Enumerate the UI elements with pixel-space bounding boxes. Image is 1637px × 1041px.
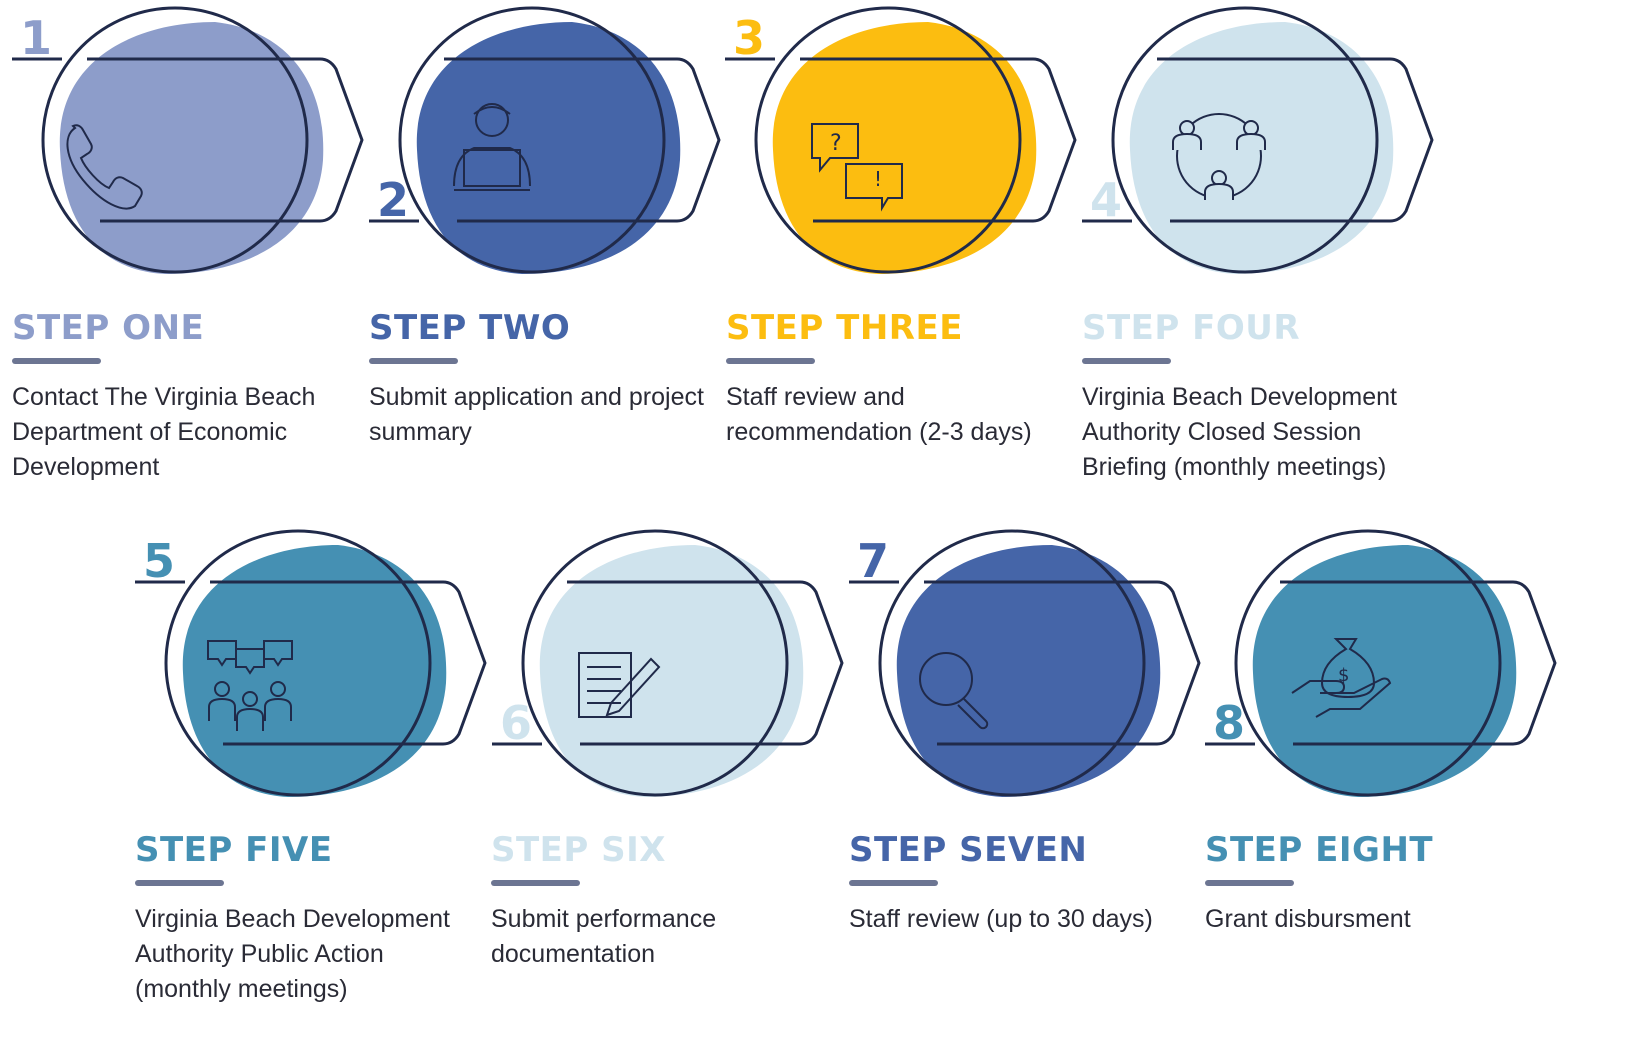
step-title-rule <box>12 358 101 364</box>
step-arrow <box>567 580 844 746</box>
step-2-text: STEP TWO Submit application and project s… <box>369 308 714 450</box>
step-title: STEP ONE <box>12 308 205 348</box>
phone-icon <box>66 124 143 210</box>
step-circle <box>398 6 666 274</box>
step-3-graphic: 3?! <box>725 6 1077 274</box>
step-title: STEP FOUR <box>1082 308 1301 348</box>
step-arrow <box>210 580 487 746</box>
step-title-rule <box>491 880 580 886</box>
step-title-rule <box>849 880 938 886</box>
step-number: 6 <box>500 696 532 750</box>
step-title-rule <box>726 358 815 364</box>
step-6-graphic: 6 <box>492 529 844 797</box>
step-number: 4 <box>1090 173 1122 227</box>
svg-text:!: ! <box>874 167 882 191</box>
step-blob <box>182 545 447 797</box>
step-circle <box>521 529 789 797</box>
step-description: Staff review and recommendation (2-3 day… <box>726 383 1032 446</box>
step-description: Contact The Virginia Beach Department of… <box>12 383 316 481</box>
step-title-rule <box>369 358 458 364</box>
step-number: 5 <box>143 534 175 588</box>
step-description: Staff review (up to 30 days) <box>849 905 1153 933</box>
magnifier-icon <box>919 652 989 730</box>
step-description: Submit application and project summary <box>369 383 704 446</box>
svg-text:?: ? <box>830 131 842 156</box>
step-title-rule <box>1205 880 1294 886</box>
step-arrow <box>1280 580 1557 746</box>
step-8-graphic: 8$ <box>1205 529 1557 797</box>
step-title: STEP SEVEN <box>849 830 1088 870</box>
step-arrow <box>87 57 364 223</box>
step-blob <box>416 22 681 274</box>
step-circle <box>1111 6 1379 274</box>
step-title: STEP SIX <box>491 830 667 870</box>
step-description: Grant disbursment <box>1205 905 1411 933</box>
step-blob <box>539 545 804 797</box>
step-description: Submit performance documentation <box>491 905 717 968</box>
step-title: STEP THREE <box>726 308 963 348</box>
step-1-text: STEP ONE Contact The Virginia Beach Depar… <box>12 308 357 485</box>
document-pen-icon <box>578 652 661 718</box>
step-number: 7 <box>857 534 889 588</box>
step-number: 3 <box>733 11 765 65</box>
step-1-graphic: 1 <box>12 6 364 274</box>
speech-bubbles-icon: ?! <box>811 123 903 212</box>
step-number: 1 <box>20 11 52 65</box>
step-8-text: STEP EIGHT Grant disbursment <box>1205 830 1550 937</box>
step-description: Virginia Beach Development Authority Clo… <box>1082 383 1398 481</box>
step-circle <box>164 529 432 797</box>
step-arrow <box>800 57 1077 223</box>
step-blob <box>59 22 324 274</box>
step-title: STEP EIGHT <box>1205 830 1434 870</box>
step-circle <box>754 6 1022 274</box>
step-title-rule <box>1082 358 1171 364</box>
step-description: Virginia Beach Development Authority Pub… <box>135 905 451 1003</box>
step-2-graphic: 2 <box>369 6 721 274</box>
step-title: STEP TWO <box>369 308 571 348</box>
step-6-text: STEP SIX Submit performance documentation <box>491 830 836 972</box>
group-discussion-icon <box>207 640 293 731</box>
step-4-graphic: 4 <box>1082 6 1434 274</box>
laptop-person-icon <box>453 103 531 191</box>
step-5-graphic: 5 <box>135 529 487 797</box>
step-number: 8 <box>1213 696 1245 750</box>
step-3-text: STEP THREE Staff review and recommendatio… <box>726 308 1071 450</box>
step-circle <box>41 6 309 274</box>
step-blob <box>896 545 1161 797</box>
step-circle <box>878 529 1146 797</box>
step-blob <box>772 22 1037 274</box>
step-5-text: STEP FIVE Virginia Beach Development Auth… <box>135 830 480 1007</box>
step-7-text: STEP SEVEN Staff review (up to 30 days) <box>849 830 1194 937</box>
step-arrow <box>444 57 721 223</box>
svg-text:$: $ <box>1338 665 1349 686</box>
step-arrow <box>1157 57 1434 223</box>
step-7-graphic: 7 <box>849 529 1201 797</box>
step-blob <box>1252 545 1517 797</box>
step-title-rule <box>135 880 224 886</box>
step-circle <box>1234 529 1502 797</box>
step-arrow <box>924 580 1201 746</box>
step-number: 2 <box>377 173 409 227</box>
money-bag-hand-icon: $ <box>1291 638 1392 718</box>
step-4-text: STEP FOUR Virginia Beach Development Auth… <box>1082 308 1427 485</box>
people-network-icon <box>1172 113 1266 200</box>
step-title: STEP FIVE <box>135 830 333 870</box>
